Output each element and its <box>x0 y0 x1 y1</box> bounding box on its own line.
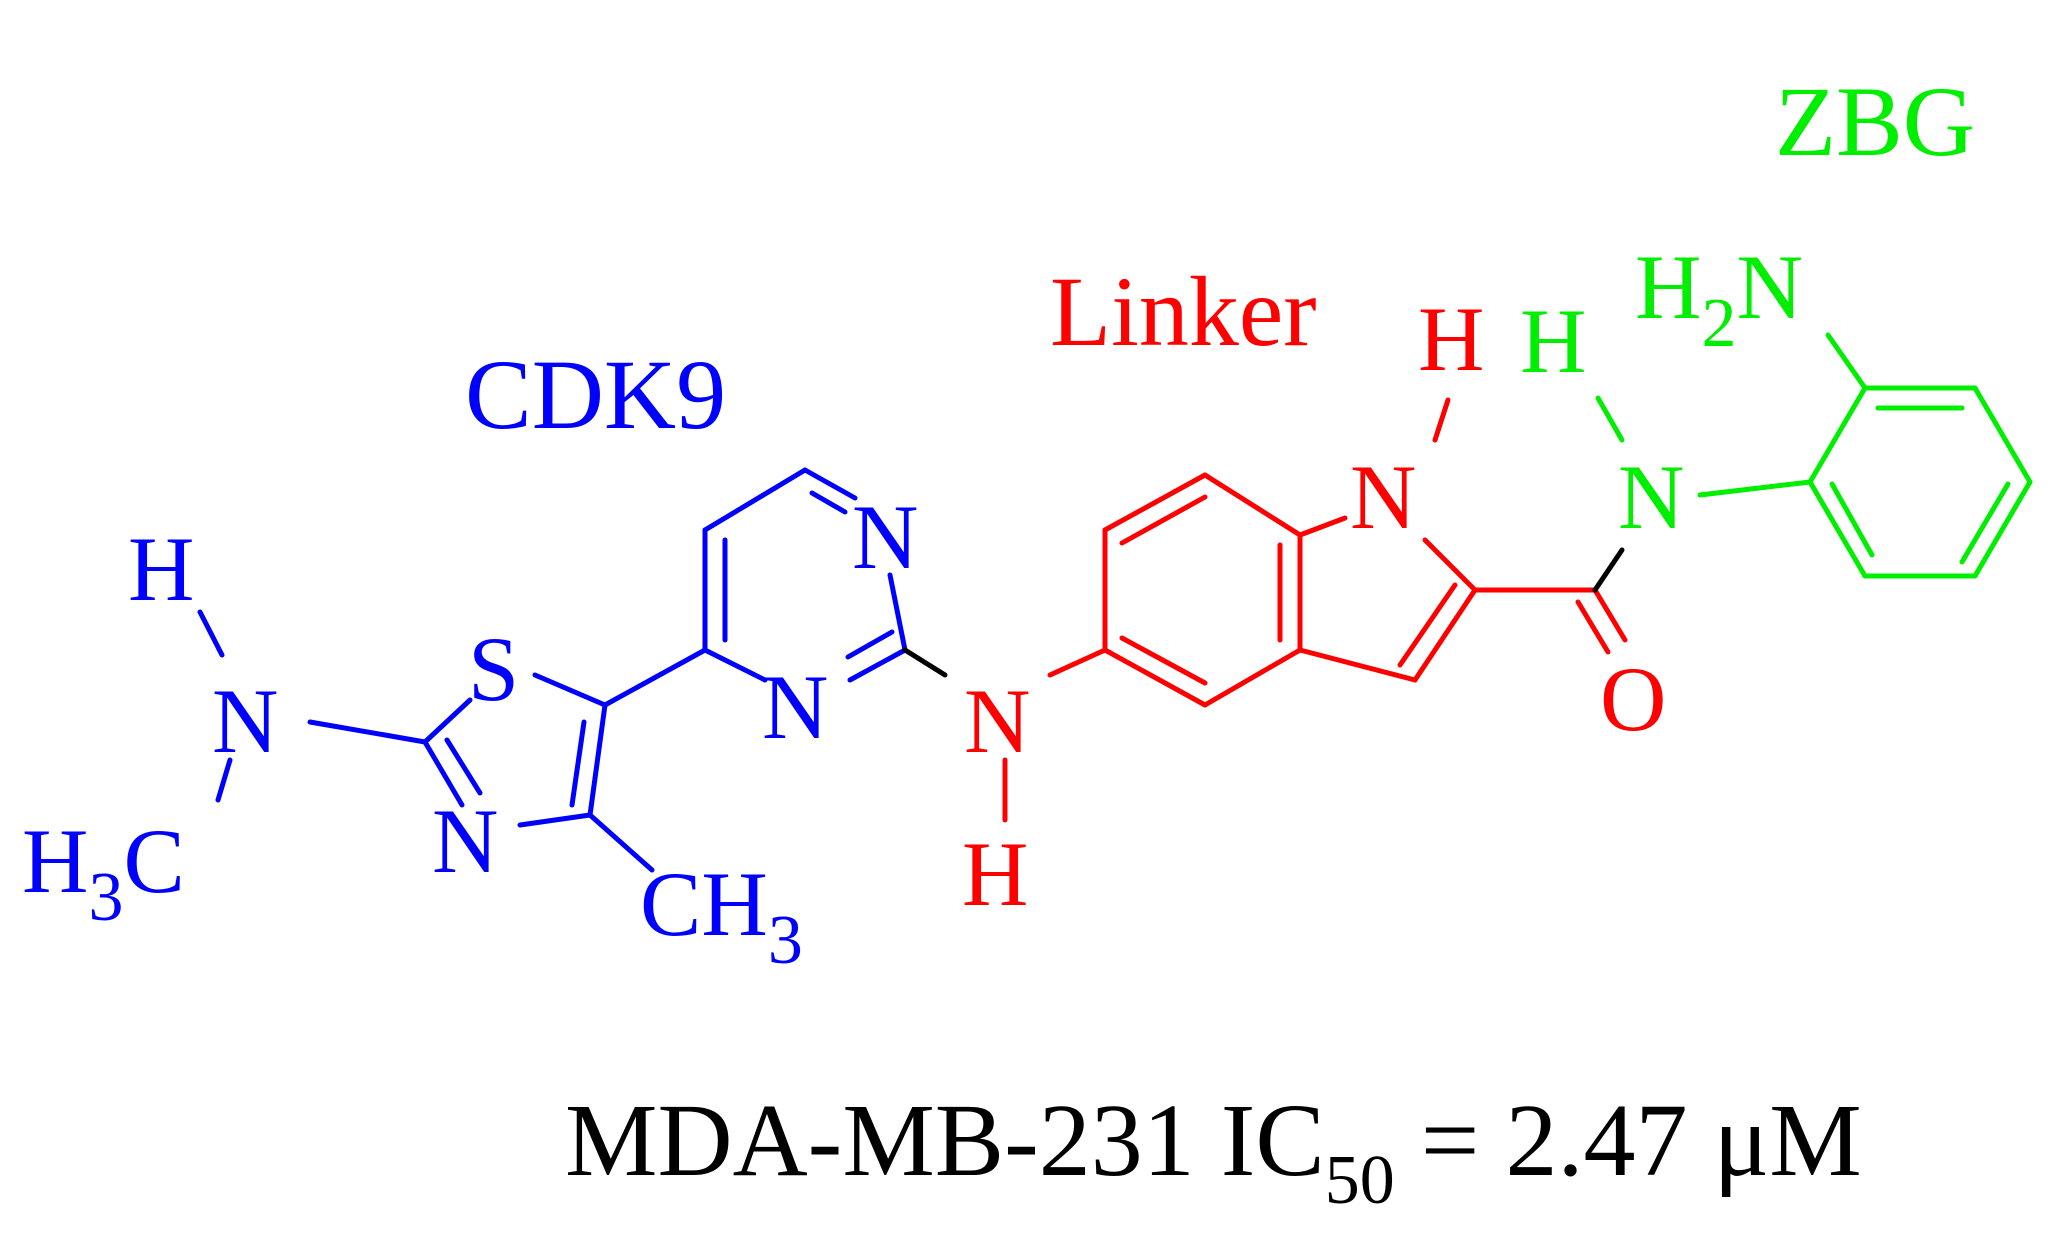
atom-h-amide: H <box>1520 290 1586 392</box>
atom-h2n-amino: H2N <box>1635 236 1803 362</box>
bond-ph-c4-c5 <box>1972 479 2033 579</box>
bond-pyr-c6-n1 <box>802 467 858 501</box>
bond-amide-h-n <box>1595 395 1625 443</box>
bond-ind-c7a-c7 <box>1202 472 1303 538</box>
bond-amide-n-phenyl <box>1697 479 1813 498</box>
zbg-segment <box>1595 332 2033 579</box>
zbg-label: ZBG <box>1775 66 1975 177</box>
cdk9-label: CDK9 <box>465 339 726 450</box>
bond-ph-c6-c1 <box>1807 479 1868 579</box>
atom-n-amide: N <box>1618 446 1684 548</box>
bond-ind-c7-c6 <box>1102 472 1208 533</box>
bond-h-n-methylamino <box>197 609 225 658</box>
atom-h-methylamino: H <box>128 518 194 620</box>
atom-n-methylamino: N <box>212 670 278 772</box>
linker-segment <box>1002 397 1628 823</box>
bond-pyr-n3-c4 <box>702 647 768 683</box>
bond-ind-c5-c4 <box>1102 647 1208 708</box>
atom-h-amine-linker: H <box>962 823 1028 925</box>
bond-thiazole-pyrimidine <box>602 647 708 708</box>
atom-ch3-methyl-right: CH3 <box>640 853 803 979</box>
bond-thiazole-c5-c4-double <box>569 719 587 808</box>
bond-n-thiazole-c2 <box>307 719 428 745</box>
cdk9-segment <box>197 467 908 873</box>
bond-thiazole-c4-ch3 <box>587 812 655 873</box>
bond-ind-c7a-n1 <box>1297 515 1348 538</box>
bond-thiazole-c5-c4 <box>587 702 608 818</box>
bond-ph-c3-c4 <box>1972 385 2033 485</box>
atom-n-pyrimidine-top: N <box>852 486 918 588</box>
linker-label: Linker <box>1050 256 1317 367</box>
atom-h3c-methyl-left: H3C <box>22 810 185 936</box>
bond-carbonyl-o-double <box>1575 599 1611 655</box>
bond-pyr-n1-c2 <box>887 572 908 653</box>
bond-ind-c5-c4-double <box>1119 635 1208 686</box>
atom-n-thiazole: N <box>432 790 498 892</box>
atom-h-indole: H <box>1418 288 1484 390</box>
bond-ind-n1-h <box>1432 397 1451 443</box>
bond-ph-c2-nh2 <box>1825 332 1868 391</box>
bond-pyr-c2-n3-double <box>845 629 895 660</box>
atom-n-indole: N <box>1350 446 1416 548</box>
bond-ind-c2-c3-double <box>1397 582 1458 668</box>
bond-thiazole-s-c5 <box>532 672 608 708</box>
bond-ph-c4-c5-double <box>1959 481 2011 565</box>
bond-ind-n1-c2 <box>1422 537 1478 593</box>
bond-ind-c4-c3a <box>1202 647 1303 708</box>
bond-carbonyl-o <box>1592 587 1628 643</box>
atom-o-carbonyl: O <box>1600 648 1666 750</box>
bond-ind-c7-c6-double <box>1119 494 1208 546</box>
bond-pyr-c2-amine <box>902 647 948 678</box>
bond-pyr-c6-n1-double <box>809 490 848 515</box>
bond-ph-c6-c1-double <box>1829 481 1875 558</box>
bond-amine-indole-c5 <box>1047 647 1108 678</box>
bond-pyr-c5-c6 <box>702 467 808 533</box>
bond-thiazole-c2-s <box>422 697 473 745</box>
bond-ind-c2-c3 <box>1412 587 1478 683</box>
bond-thiazole-n3-c2-double <box>444 737 483 796</box>
atom-s-thiazole: S <box>468 618 519 720</box>
bond-thiazole-c4-n3 <box>517 812 593 828</box>
bond-pyr-c2-n3 <box>847 647 908 683</box>
atom-n-pyrimidine-bottom: N <box>762 656 828 758</box>
bond-n-ch3-methylamino <box>215 757 233 803</box>
bond-thiazole-n3-c2 <box>422 739 465 808</box>
bond-ph-c1-c2 <box>1807 385 1868 485</box>
bond-carbonyl-amide-n <box>1592 547 1625 593</box>
atom-n-amine-linker: N <box>964 670 1030 772</box>
bond-ind-c3-c3a <box>1297 647 1418 683</box>
activity-caption: MDA-MB-231 IC50 = 2.47 μM <box>565 1083 1862 1219</box>
